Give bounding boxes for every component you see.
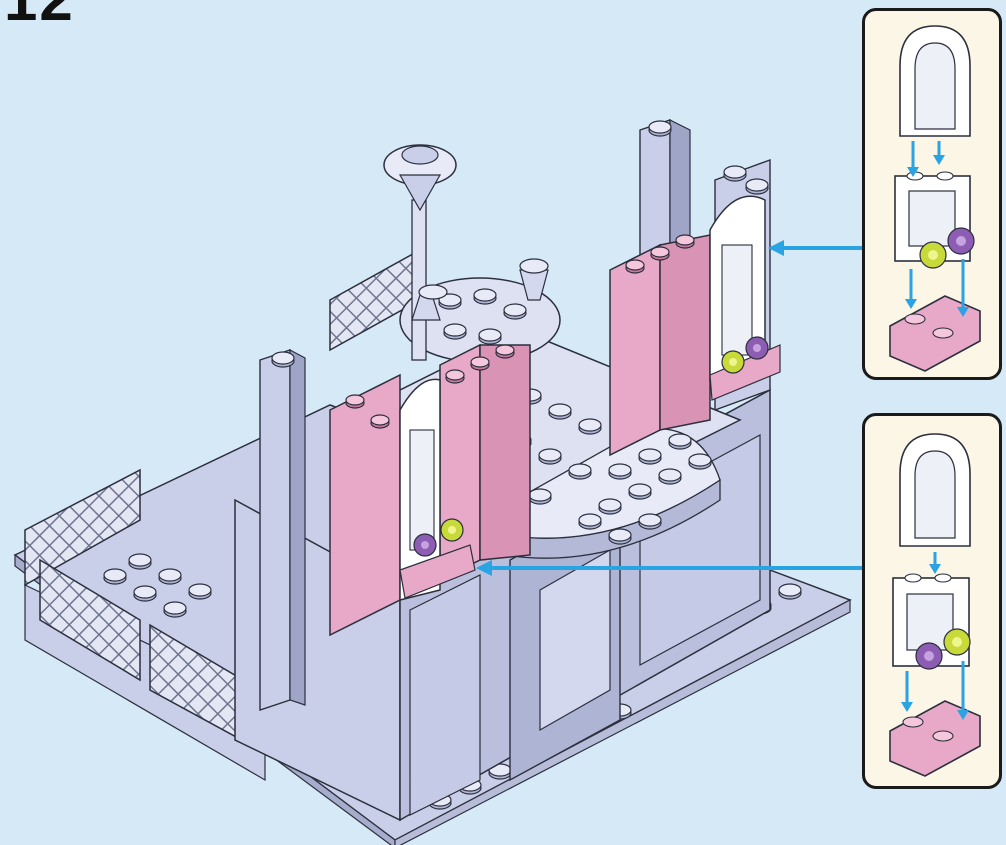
- front-lime-flower: [441, 519, 463, 541]
- front-purple-flower: [414, 534, 436, 556]
- round-table-with-lamp: [384, 145, 560, 362]
- callout-top-parts: [865, 11, 1005, 383]
- lime-flower-part: [920, 242, 946, 268]
- white-arch-part: [900, 26, 970, 136]
- purple-flower-part: [916, 643, 942, 669]
- callout-bottom-parts: [865, 416, 1005, 792]
- build-model-illustration: [0, 0, 862, 845]
- callout-box-top: [862, 8, 1002, 380]
- lime-flower-part: [944, 629, 970, 655]
- purple-flower-part: [948, 228, 974, 254]
- white-arch-part: [900, 434, 970, 546]
- back-purple-flower: [746, 337, 768, 359]
- back-lime-flower: [722, 351, 744, 373]
- callout-box-bottom: [862, 413, 1002, 789]
